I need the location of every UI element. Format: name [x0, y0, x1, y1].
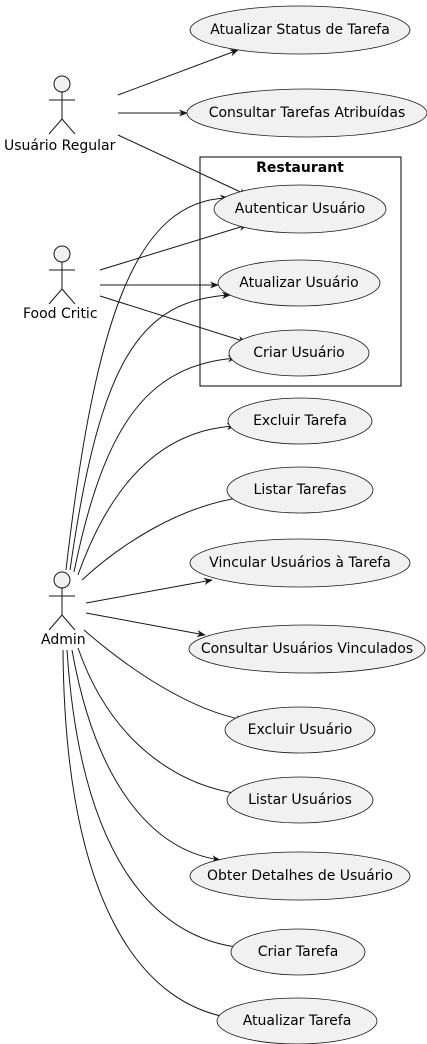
edge-admin-autenticar [65, 194, 229, 571]
actor-head [53, 75, 71, 93]
usecase-atualizar-usuario: Atualizar Usuário [217, 259, 381, 307]
actor-body [48, 588, 76, 631]
edge-admin-vincular [85, 577, 213, 604]
usecase-atualizar-status: Atualizar Status de Tarefa [189, 5, 411, 55]
usecase-label: Criar Usuário [253, 345, 344, 361]
usecase-label: Atualizar Usuário [239, 275, 358, 291]
usecase-label: Autenticar Usuário [235, 201, 366, 217]
usecase-label: Vincular Usuários à Tarefa [209, 555, 391, 571]
usecase-vincular: Vincular Usuários à Tarefa [189, 538, 411, 588]
edge-admin-obter-detalhes [71, 649, 221, 863]
edge-admin-listar-tarefas [81, 494, 246, 581]
edge-critic-criar-usuario [99, 295, 247, 343]
usecase-excluir-usuario: Excluir Usuário [224, 706, 376, 754]
actor-label-regular: Usuário Regular [4, 138, 116, 154]
usecase-label: Atualizar Tarefa [243, 1013, 352, 1029]
usecase-consultar-vinculados: Consultar Usuários Vinculados [188, 624, 426, 674]
edges [62, 49, 248, 1022]
usecase-label: Listar Usuários [248, 792, 352, 808]
usecase-criar-usuario: Criar Usuário [228, 329, 370, 377]
actor-head [53, 571, 71, 589]
usecase-criar-tarefa: Criar Tarefa [230, 928, 366, 976]
usecase-label: Excluir Usuário [248, 722, 353, 738]
usecase-label: Consultar Usuários Vinculados [201, 641, 413, 657]
usecase-label: Consultar Tarefas Atribuídas [209, 105, 406, 121]
usecase-label: Obter Detalhes de Usuário [207, 868, 393, 884]
edge-admin-excluir-usuario [83, 629, 245, 723]
edge-regular-autenticar [117, 134, 248, 196]
edge-admin-criar-tarefa [66, 649, 246, 951]
actor-food-critic: Food Critic [23, 245, 98, 322]
usecase-atualizar-tarefa: Atualizar Tarefa [216, 997, 378, 1044]
actor-head [53, 245, 71, 263]
edge-admin-atualizar-tarefa [62, 649, 241, 1022]
actor-body [48, 262, 76, 305]
actor-admin: Admin [41, 571, 86, 648]
package-title: Restaurant [256, 160, 344, 176]
actor-usuario-regular: Usuário Regular [4, 75, 116, 154]
edge-admin-criar-usuario [73, 355, 237, 573]
usecase-excluir-tarefa: Excluir Tarefa [227, 397, 373, 445]
usecase-label: Criar Tarefa [258, 944, 339, 960]
usecase-obter-detalhes: Obter Detalhes de Usuário [189, 851, 411, 901]
usecase-label: Atualizar Status de Tarefa [210, 22, 390, 38]
actor-label-critic: Food Critic [23, 306, 98, 322]
usecase-label: Excluir Tarefa [253, 413, 347, 429]
usecase-autenticar: Autenticar Usuário [213, 184, 387, 234]
actor-label-admin: Admin [41, 632, 86, 648]
edge-admin-listar-usuarios [77, 647, 241, 797]
edge-regular-atualizar-status [117, 49, 239, 96]
usecase-consultar-atribuidas: Consultar Tarefas Atribuídas [186, 88, 427, 138]
actor-body [48, 92, 76, 135]
edge-admin-excluir-tarefa [77, 422, 236, 576]
edge-critic-autenticar [99, 223, 248, 271]
edge-admin-atualizar-usuario [69, 291, 231, 571]
usecase-label: Listar Tarefas [254, 482, 347, 498]
usecase-listar-tarefas: Listar Tarefas [226, 466, 374, 514]
edge-admin-consultar-vinculados [85, 612, 206, 638]
usecase-listar-usuarios: Listar Usuários [226, 776, 374, 824]
